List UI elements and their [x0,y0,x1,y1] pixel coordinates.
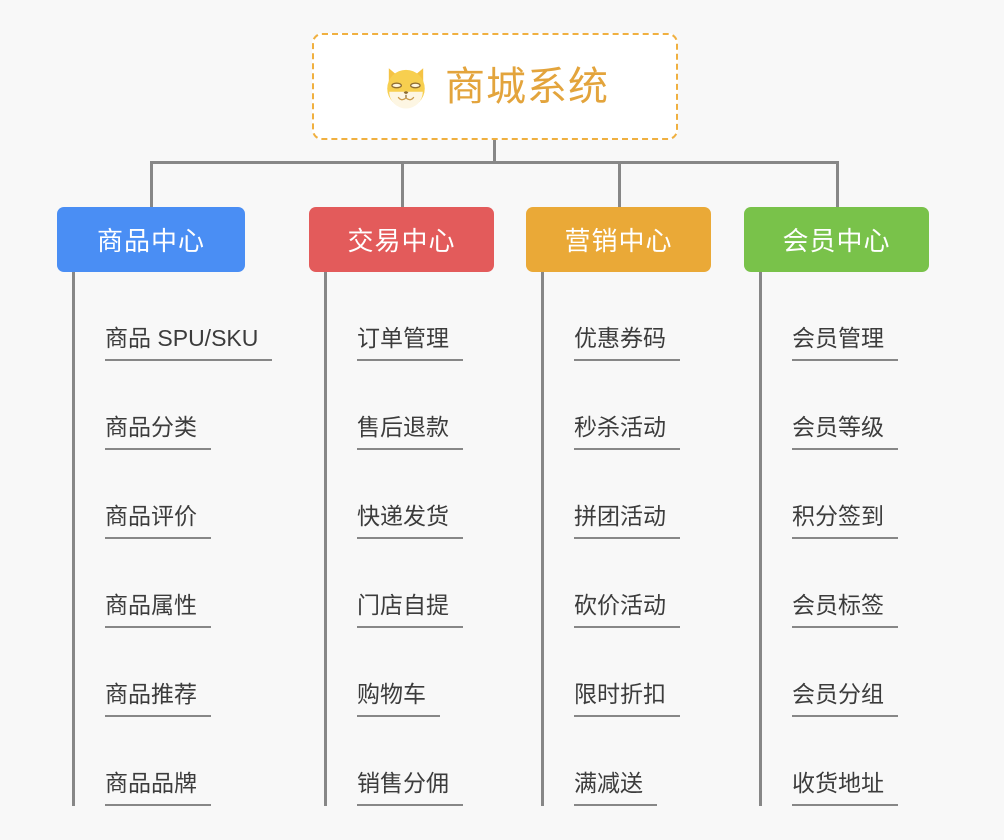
leaf-label: 砍价活动 [574,586,680,628]
connector-drop-marketing-center [618,161,621,207]
list-item[interactable]: 拼团活动 [544,450,711,539]
category-label: 商品中心 [96,226,205,256]
category-node-product-center[interactable]: 商品中心 [57,207,245,272]
list-item[interactable]: 销售分佣 [327,717,494,806]
list-item[interactable]: 满减送 [544,717,711,806]
column-marketing-center: 营销中心 优惠券码 秒杀活动 拼团活动 砍价活动 限时折扣 满减送 [526,207,711,806]
list-item[interactable]: 购物车 [327,628,494,717]
list-item[interactable]: 会员管理 [762,272,929,361]
category-node-member-center[interactable]: 会员中心 [744,207,929,272]
leaf-label: 会员分组 [792,675,898,717]
list-item[interactable]: 快递发货 [327,450,494,539]
list-item[interactable]: 商品属性 [75,539,272,628]
leaf-label: 会员管理 [792,319,898,361]
leaf-label: 限时折扣 [574,675,680,717]
connector-drop-trade-center [401,161,404,207]
leaf-label: 商品品牌 [105,764,211,806]
root-title: 商城系统 [445,64,609,109]
leaf-label: 优惠券码 [574,319,680,361]
list-item[interactable]: 秒杀活动 [544,361,711,450]
list-item[interactable]: 订单管理 [327,272,494,361]
leaf-label: 商品评价 [105,497,211,539]
branch-member-center: 会员管理 会员等级 积分签到 会员标签 会员分组 收货地址 [759,272,929,806]
branch-trade-center: 订单管理 售后退款 快递发货 门店自提 购物车 销售分佣 [324,272,494,806]
list-item[interactable]: 收货地址 [762,717,929,806]
leaf-label: 商品 SPU/SKU [105,319,273,361]
category-label: 交易中心 [347,226,456,256]
leaf-label: 会员等级 [792,408,898,450]
connector-root-stem [493,140,496,163]
branch-marketing-center: 优惠券码 秒杀活动 拼团活动 砍价活动 限时折扣 满减送 [541,272,711,806]
leaf-label: 秒杀活动 [574,408,680,450]
leaf-label: 快递发货 [357,497,463,539]
list-item[interactable]: 售后退款 [327,361,494,450]
category-label: 营销中心 [564,226,673,256]
column-trade-center: 交易中心 订单管理 售后退款 快递发货 门店自提 购物车 销售分佣 [309,207,494,806]
column-product-center: 商品中心 商品 SPU/SKU 商品分类 商品评价 商品属性 商品推荐 商品品牌 [57,207,273,806]
list-item[interactable]: 门店自提 [327,539,494,628]
category-node-trade-center[interactable]: 交易中心 [309,207,494,272]
list-item[interactable]: 会员分组 [762,628,929,717]
leaf-label: 购物车 [357,675,440,717]
list-item[interactable]: 会员等级 [762,361,929,450]
list-item[interactable]: 限时折扣 [544,628,711,717]
root-node-content: 商城系统 [381,62,609,112]
leaf-label: 销售分佣 [357,764,463,806]
list-item[interactable]: 商品评价 [75,450,272,539]
leaf-label: 订单管理 [357,319,463,361]
list-item[interactable]: 商品分类 [75,361,272,450]
connector-horizontal-bus [150,161,838,164]
list-item[interactable]: 会员标签 [762,539,929,628]
connector-drop-member-center [836,161,839,207]
category-node-marketing-center[interactable]: 营销中心 [526,207,711,272]
column-member-center: 会员中心 会员管理 会员等级 积分签到 会员标签 会员分组 收货地址 [744,207,929,806]
connector-drop-product-center [150,161,153,207]
list-item[interactable]: 商品推荐 [75,628,272,717]
leaf-label: 商品推荐 [105,675,211,717]
list-item[interactable]: 商品品牌 [75,717,272,806]
branch-product-center: 商品 SPU/SKU 商品分类 商品评价 商品属性 商品推荐 商品品牌 [72,272,273,806]
leaf-label: 商品分类 [105,408,211,450]
list-item[interactable]: 砍价活动 [544,539,711,628]
list-item[interactable]: 积分签到 [762,450,929,539]
list-item[interactable]: 优惠券码 [544,272,711,361]
leaf-label: 门店自提 [357,586,463,628]
root-node-mall-system[interactable]: 商城系统 [312,33,678,140]
leaf-label: 商品属性 [105,586,211,628]
leaf-label: 积分签到 [792,497,898,539]
shiba-dog-face-icon [387,67,425,109]
list-item[interactable]: 商品 SPU/SKU [75,272,273,361]
leaf-label: 售后退款 [357,408,463,450]
leaf-label: 满减送 [574,764,657,806]
leaf-label: 拼团活动 [574,497,680,539]
leaf-label: 收货地址 [792,764,898,806]
leaf-label: 会员标签 [792,586,898,628]
category-label: 会员中心 [782,226,891,256]
